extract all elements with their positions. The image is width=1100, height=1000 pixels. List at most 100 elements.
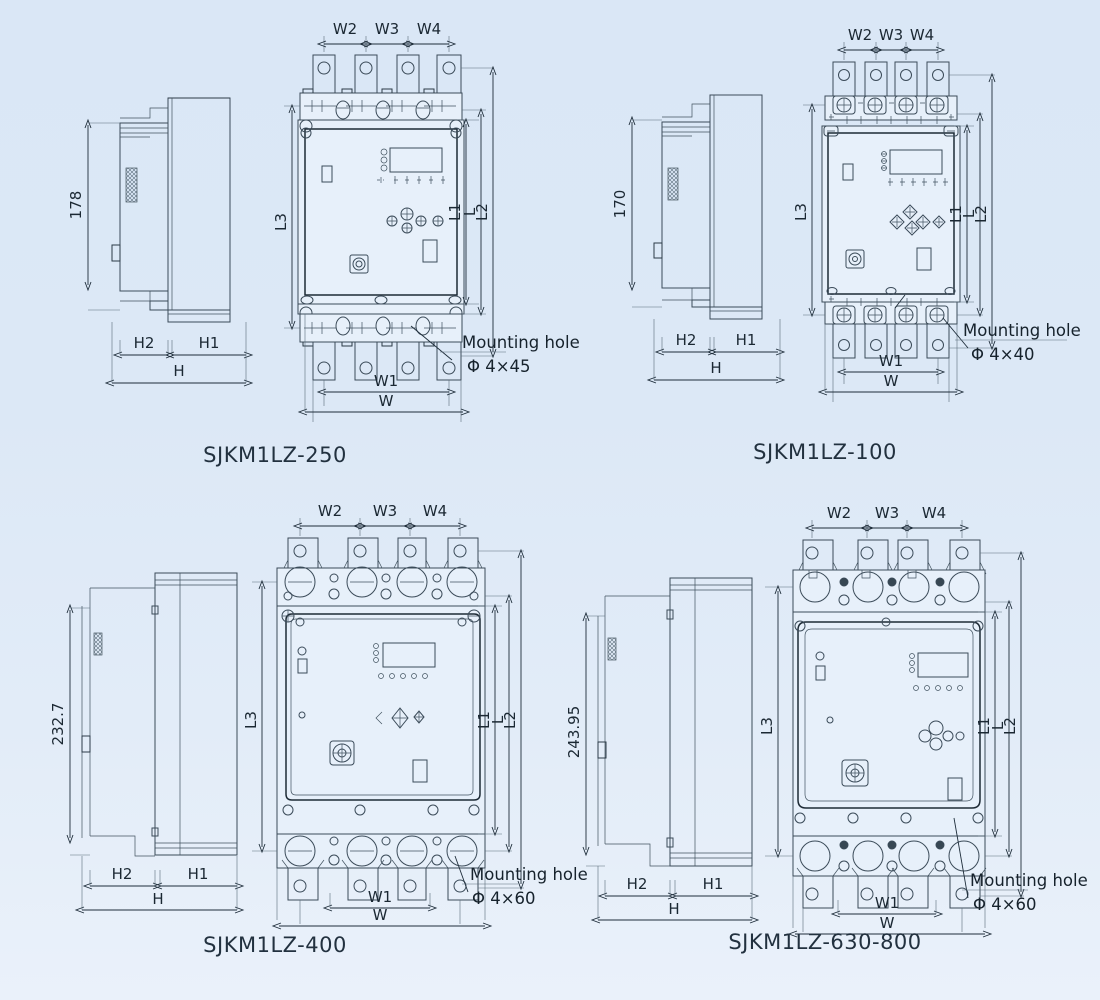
mounting-hole-callout-250: Mounting hole Φ 4×45 bbox=[410, 325, 580, 376]
bottom-terminals-630 bbox=[796, 867, 987, 909]
keypad-100 bbox=[888, 178, 948, 186]
caption-sjkm1lz-400: SJKM1LZ-400 bbox=[203, 933, 347, 957]
dim-side-height-100: 170 bbox=[611, 190, 629, 219]
mounting-hole-spec-250: Φ 4×45 bbox=[467, 357, 531, 376]
dim-l-100: L bbox=[960, 209, 978, 218]
dim-h1-630: H1 bbox=[703, 875, 724, 893]
dim-l1-400: L1 bbox=[475, 711, 493, 729]
dim-side-height-250: 178 bbox=[67, 191, 85, 220]
keypad-250 bbox=[377, 176, 445, 184]
figure-sjkm1lz-250: 178 H2 H1 H bbox=[0, 0, 580, 500]
dim-l3-250: L3 bbox=[272, 213, 290, 231]
corner-screws-400 bbox=[281, 609, 481, 627]
rotary-knob-630 bbox=[841, 759, 869, 787]
dim-h-100: H bbox=[710, 359, 721, 377]
mounting-hole-callout-400: Mounting hole Φ 4×60 bbox=[454, 855, 588, 908]
front-dimensions-100: W2 W3 W4 W1 W L3 L1 L L bbox=[792, 26, 996, 402]
caption-sjkm1lz-250: SJKM1LZ-250 bbox=[203, 443, 347, 467]
dim-l2-400: L2 bbox=[501, 711, 519, 729]
screw-cluster-400 bbox=[375, 707, 425, 729]
dim-h-400: H bbox=[152, 890, 163, 908]
mounting-hole-spec-100: Φ 4×40 bbox=[971, 345, 1035, 364]
display-400 bbox=[382, 642, 436, 668]
dim-w-400: W bbox=[373, 906, 388, 924]
side-view-100 bbox=[653, 94, 763, 320]
dim-h2-250: H2 bbox=[134, 334, 155, 352]
dim-w-100: W bbox=[884, 372, 899, 390]
top-terminals-400 bbox=[281, 537, 485, 573]
dim-l2-630: L2 bbox=[1001, 717, 1019, 735]
mounting-hole-callout-100: Mounting hole Φ 4×40 bbox=[894, 294, 1081, 364]
front-view-400 bbox=[276, 537, 486, 901]
dim-l2-100: L2 bbox=[972, 205, 990, 223]
dim-side-height-630: 243.95 bbox=[565, 706, 583, 759]
rotary-knob-250 bbox=[349, 254, 369, 274]
dim-w4-400: W4 bbox=[423, 502, 447, 520]
dim-l2-250: L2 bbox=[473, 203, 491, 221]
dim-l1-630: L1 bbox=[975, 717, 993, 735]
caption-sjkm1lz-100: SJKM1LZ-100 bbox=[753, 440, 897, 464]
mounting-hole-callout-630: Mounting hole Φ 4×60 bbox=[953, 817, 1088, 914]
front-view-100 bbox=[821, 61, 961, 359]
bottom-terminals-100 bbox=[832, 323, 950, 359]
dim-w2-100: W2 bbox=[848, 26, 872, 44]
side-view-630 bbox=[597, 577, 753, 867]
dim-side-height-400: 232.7 bbox=[49, 703, 67, 746]
display-250 bbox=[389, 147, 443, 173]
bottom-terminals-250 bbox=[312, 341, 462, 381]
dim-l3-630: L3 bbox=[758, 717, 776, 735]
top-markers-100 bbox=[829, 114, 954, 124]
top-round-lugs-630 bbox=[799, 569, 980, 606]
figure-sjkm1lz-100: 170 H2 H1 H bbox=[550, 0, 1100, 500]
screw-cluster-250 bbox=[386, 207, 444, 234]
mounting-hole-label-630: Mounting hole bbox=[970, 871, 1088, 890]
dim-w4-100: W4 bbox=[910, 26, 934, 44]
front-view-630 bbox=[792, 539, 987, 909]
display-100 bbox=[889, 149, 943, 175]
side-dimensions-250: 178 H2 H1 H bbox=[67, 118, 254, 387]
mounting-hole-spec-630: Φ 4×60 bbox=[973, 895, 1037, 914]
front-dimensions-400: W2 W3 W4 W1 W L3 L1 L L bbox=[242, 502, 525, 930]
bottom-round-lugs-630 bbox=[799, 840, 980, 872]
dim-h2-400: H2 bbox=[112, 865, 133, 883]
top-terminals-630 bbox=[796, 539, 987, 575]
bottom-round-lugs-400 bbox=[284, 835, 478, 867]
dim-w1-400: W1 bbox=[368, 888, 392, 906]
corner-screws-630 bbox=[794, 617, 984, 632]
dim-h-630: H bbox=[668, 900, 679, 918]
top-lugs-100 bbox=[832, 95, 949, 115]
mounting-hole-label-250: Mounting hole bbox=[462, 333, 580, 352]
dim-w-250: W bbox=[379, 392, 394, 410]
figure-sjkm1lz-400: 232.7 H2 H1 H bbox=[0, 498, 588, 1000]
rotary-knob-100 bbox=[845, 249, 865, 269]
dim-w1-100: W1 bbox=[879, 352, 903, 370]
dim-w2-250: W2 bbox=[333, 20, 357, 38]
dim-w4-630: W4 bbox=[922, 504, 946, 522]
dim-w2-630: W2 bbox=[827, 504, 851, 522]
side-view-250 bbox=[111, 97, 231, 323]
mounting-hole-spec-400: Φ 4×60 bbox=[472, 889, 536, 908]
figure-sjkm1lz-630-800: 243.95 H2 H1 H bbox=[550, 498, 1100, 1000]
dim-l1-100: L1 bbox=[947, 205, 965, 223]
dim-w2-400: W2 bbox=[318, 502, 342, 520]
side-view-400 bbox=[81, 572, 238, 857]
front-dimensions-250: W2 W3 W4 W1 W L3 L1 bbox=[272, 20, 497, 422]
corner-screws-100 bbox=[823, 125, 959, 137]
dim-l-400: L bbox=[489, 715, 507, 724]
front-view-250 bbox=[297, 54, 465, 381]
dim-h1-250: H1 bbox=[199, 334, 220, 352]
dim-w3-250: W3 bbox=[375, 20, 399, 38]
top-round-lugs-400 bbox=[283, 566, 479, 601]
rotary-knob-400 bbox=[329, 740, 355, 766]
front-dimensions-630: W2 W3 W4 W1 W L3 L1 L L bbox=[758, 504, 1025, 938]
dim-w4-250: W4 bbox=[417, 20, 441, 38]
dim-h2-630: H2 bbox=[627, 875, 648, 893]
dim-h1-100: H1 bbox=[736, 331, 757, 349]
side-dimensions-100: 170 H2 H1 H bbox=[611, 115, 786, 384]
dim-h1-400: H1 bbox=[188, 865, 209, 883]
dim-l-630: L bbox=[989, 721, 1007, 730]
bottom-lugs-100 bbox=[832, 305, 949, 325]
dim-l3-400: L3 bbox=[242, 711, 260, 729]
bottom-markers-100 bbox=[829, 296, 940, 306]
